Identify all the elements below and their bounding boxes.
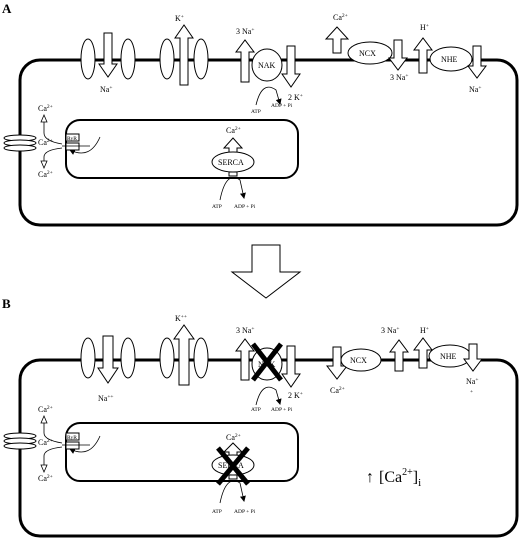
nak-k-in-arrow-a [281,45,301,88]
na-label-a: Na+ [100,85,112,94]
na-channel-b: Na++ [80,335,136,403]
ncx-na-label-a: 3 Na+ [390,73,408,82]
ncx-text-b: NCX [350,356,367,365]
serca-b: Ca2+ SERCA ATP ADP + Pi [211,433,256,515]
nak-na-label-b: 3 Na+ [236,326,254,335]
ncx-text-a: NCX [359,49,376,58]
ca-bot-curve-b [43,446,63,470]
nhe-h-out-arrow-b [413,337,433,369]
k-efflux-arrow-a [174,24,194,86]
ncx-na-out-arrow-b [389,339,409,372]
serca-atp-curve-b [219,480,246,504]
nak-atp-a: ATP [251,109,261,115]
cai-increase-label: ↑[Ca2+]i [366,467,421,489]
ryr-text-a: RyR [67,136,77,142]
ncx-ca-label-b: Ca2+ [330,386,345,395]
ca-top-label-b: Ca2+ [38,405,53,414]
ca-top-label-a: Ca2+ [38,104,53,113]
nhe-body-a [429,46,473,72]
nak-adp-b: ADP + Pi [271,407,293,413]
nak-body-a [251,48,283,82]
nak-atp-b: ATP [251,407,261,413]
nhe-text-a: NHE [441,55,458,64]
serca-ca-label-b: Ca2+ [226,433,241,442]
ca-bot-label-b: Ca2+ [38,474,53,483]
ncx-ca-in-arrow-b [325,346,349,380]
sr-a [65,119,299,179]
ca-channel-b [3,432,37,450]
sr-b [65,422,299,482]
nhe-na-extra-b: + [470,389,473,395]
nak-k-in-arrow-b [281,345,301,388]
ryr-text-b: RyR [67,435,77,441]
serca-a: Ca2+ SERCA ATP ADP + Pi [211,126,256,210]
nak-k-label-a: 2 K+ [288,93,303,102]
ryr-b: RyR [62,432,90,450]
k-channel-a: K+ [159,14,209,86]
nhe-h-label-b: H+ [420,326,429,335]
nhe-na-in-arrow-b [463,343,483,372]
serca-adp-a: ADP + Pi [234,204,256,210]
serca-text-a: SERCA [218,158,244,167]
ncx-ca-out-arrow-a [324,26,350,54]
ncx-exchanger-a: Ca2+ NCX 3 Na+ [324,13,408,82]
na-influx-arrow-b [97,335,119,384]
na-influx-arrow-a [98,32,118,78]
serca-inhibition-x-icon [216,446,250,486]
na-channel-a: Na+ [80,32,136,94]
transition-arrow [230,244,302,299]
na-label-b: Na++ [98,394,114,403]
nhe-exchanger-b: H+ NHE Na+ + [413,326,483,395]
nak-na-out-arrow-b [235,338,255,381]
panel-b-label: B [2,296,11,311]
nhe-h-out-arrow-a [413,37,433,74]
nak-adp-a: ADP + Pi [271,103,293,109]
serca-adp-b: ADP + Pi [234,509,256,515]
nhe-na-label-b: Na+ [466,377,478,386]
nak-pump-a: 3 Na+ NAK 2 K+ ATP ADP + Pi [235,27,303,115]
nak-na-out-arrow-a [235,39,255,83]
k-efflux-arrow-b [173,324,195,386]
ryr-a: RyR [62,133,90,151]
ca-mid-curve-b [69,435,101,454]
ca-bot-label-a: Ca2+ [38,170,53,179]
nhe-text-b: NHE [440,352,457,361]
ncx-body-a [347,41,393,65]
nhe-na-label-a: Na+ [469,85,481,94]
ncx-body-b [340,348,382,372]
nhe-exchanger-a: H+ NHE Na+ [413,23,487,94]
nhe-na-in-arrow-a [467,45,487,79]
serca-ca-label-a: Ca2+ [226,126,241,135]
serca-atp-curve-a [219,177,246,201]
ca-top-curve-b [43,420,63,444]
ca-bot-curve-a [43,147,63,166]
k-label-a: K+ [175,14,184,23]
ncx-ca-label-a: Ca2+ [333,13,348,22]
serca-atp-b: ATP [212,509,222,515]
k-channel-b: K++ [159,314,209,386]
nak-na-label-a: 3 Na+ [236,27,254,36]
nak-text-a: NAK [258,61,276,70]
ca-mid-label-a: Ca2+ [38,138,53,147]
nak-inhibition-x-icon [251,342,283,382]
ca-top-curve-a [43,118,63,145]
panel-b: B Na++ K++ 3 Na+ NAK 2 K+ ATP ADP + Pi [2,296,519,538]
ncx-exchanger-b: Ca2+ NCX 3 Na+ [325,326,409,395]
nak-atp-curve-b [255,386,282,406]
ca-mid-curve-a [69,136,101,155]
panel-a: A Na+ K+ 3 Na+ NAK 2 K+ ATP ADP + [2,1,519,227]
nak-pump-b: 3 Na+ NAK 2 K+ ATP ADP + Pi [235,326,303,413]
ca-channel-a [3,134,37,152]
serca-atp-a: ATP [212,204,222,210]
ncx-na-in-arrow-a [388,39,408,71]
k-label-b: K++ [175,314,187,323]
nak-atp-curve-a [255,86,282,106]
ca-mid-label-b: Ca2+ [38,438,53,447]
nhe-h-label-a: H+ [420,23,429,32]
ncx-na-label-b: 3 Na+ [381,326,399,335]
panel-a-label: A [2,1,12,16]
nak-k-label-b: 2 K+ [288,391,303,400]
